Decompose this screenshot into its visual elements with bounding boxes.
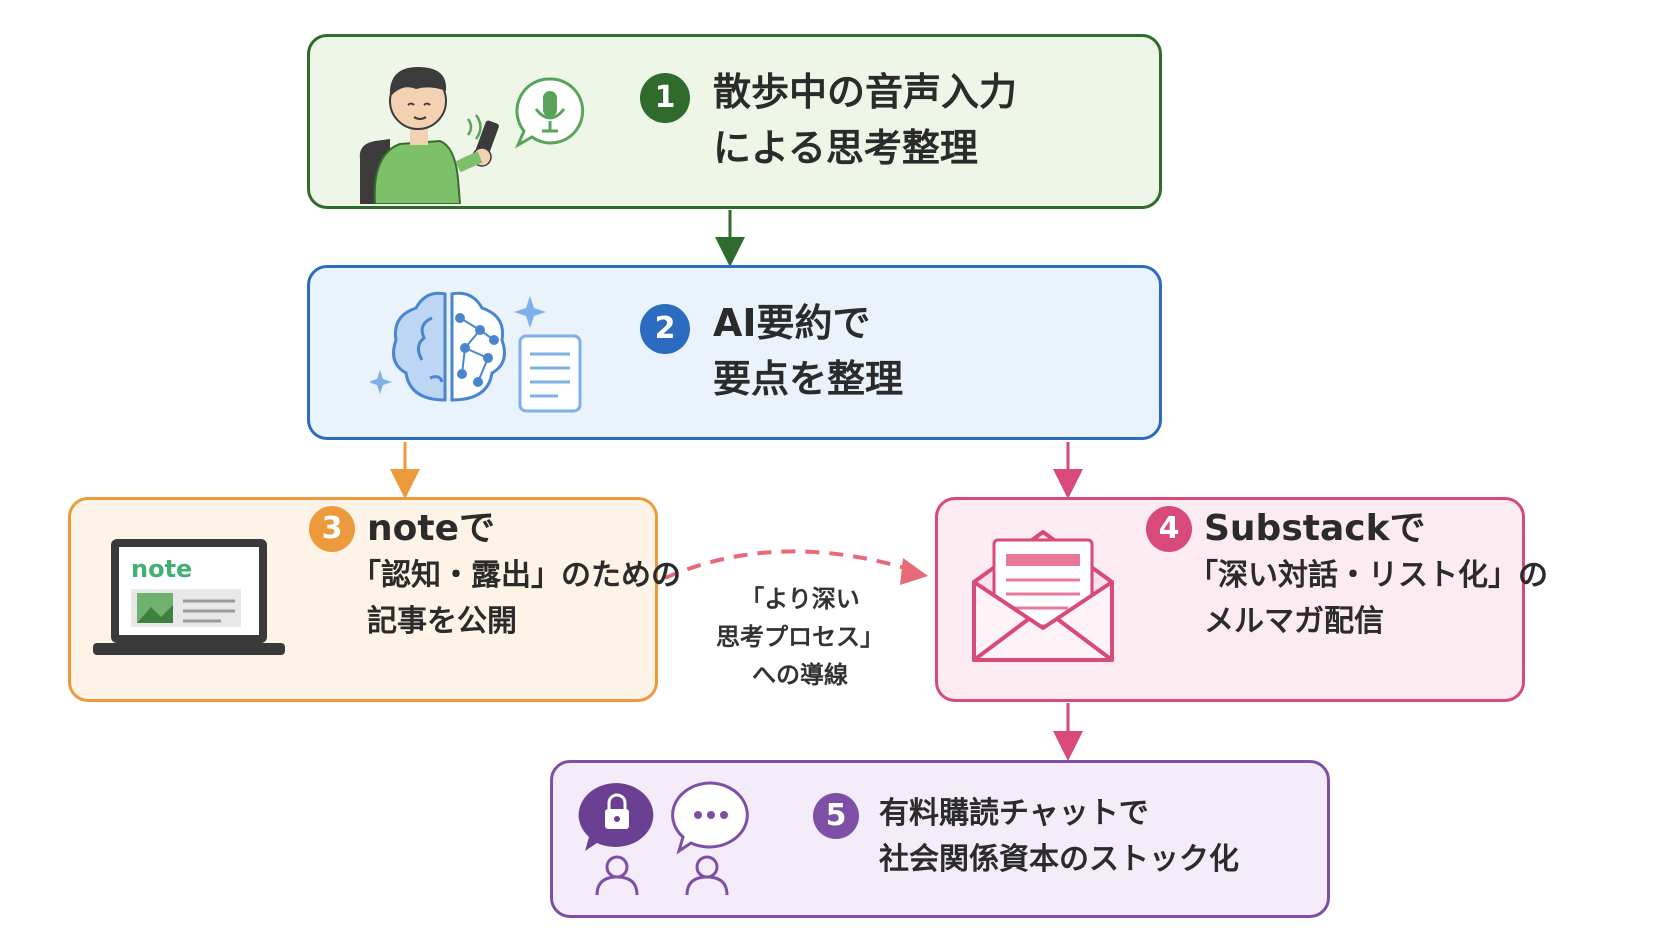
step-4-title: Substackで 「深い対話・リスト化」の メルマガ配信 bbox=[1188, 505, 1548, 645]
step-4-title-line-2: 「深い対話・リスト化」の bbox=[1188, 558, 1548, 593]
connector-label-line-2: 思考プロセス」 bbox=[716, 623, 884, 651]
step-1-title-line-1: 散歩中の音声入力 bbox=[713, 70, 1018, 114]
person-walking-icon bbox=[359, 67, 499, 204]
step-2-title: AI要約で 要点を整理 bbox=[713, 295, 903, 407]
step-4-title-line-3: メルマガ配信 bbox=[1204, 604, 1384, 639]
step-5-number-badge: 5 bbox=[813, 793, 859, 839]
ai-brain-icon bbox=[370, 291, 582, 413]
step-3-title-line-1: noteで bbox=[367, 508, 495, 549]
step-4-box: 4 Substackで 「深い対話・リスト化」の メルマガ配信 bbox=[935, 497, 1548, 702]
step-3-box: note 3 noteで 「認知・露出」のための 記事を公開 bbox=[68, 497, 681, 702]
step-5-title-line-1: 有料購読チャットで bbox=[879, 796, 1149, 831]
step-2-box: 2 AI要約で 要点を整理 bbox=[307, 265, 1162, 440]
step-2-number-badge: 2 bbox=[640, 304, 690, 354]
step-2-title-line-1: AI要約で bbox=[713, 301, 871, 345]
step-5-title-line-2: 社会関係資本のストック化 bbox=[879, 842, 1239, 877]
connector-label-line-3: への導線 bbox=[752, 661, 848, 689]
step-5-title: 有料購読チャットで 社会関係資本のストック化 bbox=[879, 791, 1239, 883]
step-5-box: 5 有料購読チャットで 社会関係資本のストック化 bbox=[550, 760, 1330, 918]
step-4-number-badge: 4 bbox=[1146, 506, 1192, 552]
step-1-box: 1 散歩中の音声入力 による思考整理 bbox=[307, 34, 1162, 209]
step-1-title: 散歩中の音声入力 による思考整理 bbox=[713, 64, 1017, 176]
step-1-title-line-2: による思考整理 bbox=[713, 126, 978, 170]
lock-chat-icon bbox=[578, 782, 654, 896]
step-3-title-line-2: 「認知・露出」のための bbox=[351, 558, 681, 593]
dashed-arrow-3-to-4 bbox=[664, 549, 919, 580]
laptop-note-logo: note bbox=[131, 555, 192, 583]
step-3-title-line-3: 記事を公開 bbox=[367, 604, 517, 639]
laptop-icon: note bbox=[93, 539, 285, 655]
connector-label-line-1: 「より深い bbox=[740, 585, 860, 613]
step-2-title-line-2: 要点を整理 bbox=[713, 357, 904, 401]
envelope-icon bbox=[972, 530, 1114, 662]
step-4-title-line-1: Substackで bbox=[1204, 508, 1426, 549]
step-3-number-badge: 3 bbox=[309, 506, 355, 552]
step-1-number-badge: 1 bbox=[640, 73, 690, 123]
connector-label: 「より深い 思考プロセス」 への導線 bbox=[700, 580, 900, 694]
microphone-bubble-icon bbox=[514, 77, 585, 149]
chat-icon bbox=[671, 781, 749, 896]
step-3-title: noteで 「認知・露出」のための 記事を公開 bbox=[351, 505, 681, 645]
